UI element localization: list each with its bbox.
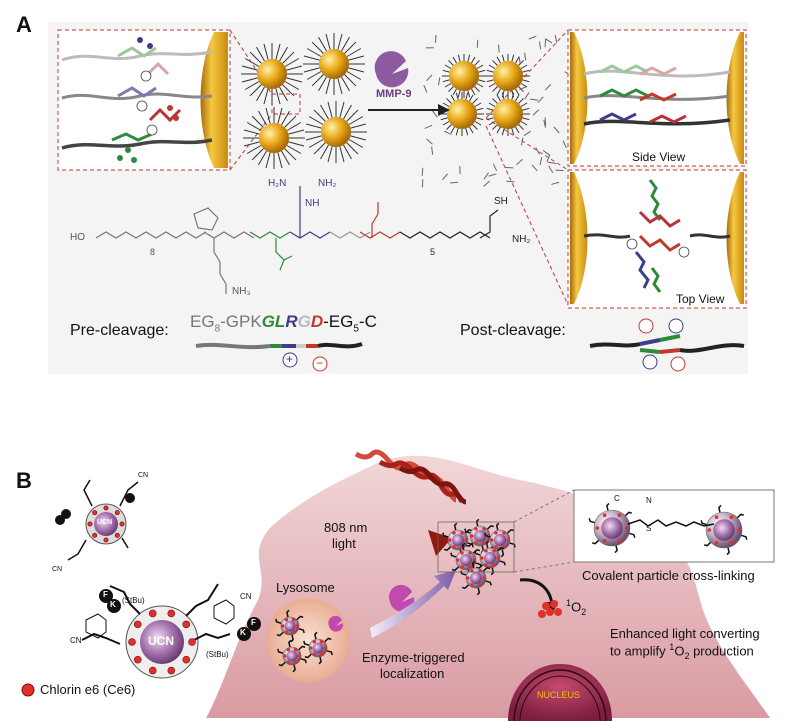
structure-sub5: 5 <box>430 247 435 257</box>
ucn-label-small: UCN <box>97 519 112 526</box>
seq-l: L <box>275 312 285 331</box>
singlet-oxygen-sub: 2 <box>581 607 586 617</box>
seq-r: R <box>285 312 297 331</box>
enhanced-line2-pre: to amplify <box>610 643 669 658</box>
structure-nh: NH <box>305 198 319 209</box>
light-label-line1: 808 nm <box>324 520 367 535</box>
seq-g2: G <box>298 312 311 331</box>
legend-ce6-label: Chlorin e6 (Ce6) <box>40 682 135 697</box>
post-cleavage-label: Post-cleavage: <box>460 322 566 340</box>
pre-cleavage-label: Pre-cleavage: <box>70 322 169 340</box>
fragment-line <box>499 45 500 53</box>
fragment-line <box>545 39 546 47</box>
cn-label-4: CN <box>52 566 62 573</box>
seq-c: -C <box>359 312 377 331</box>
stbu-label-2: (StBu) <box>206 650 229 659</box>
structure-sub8: 8 <box>150 247 155 257</box>
enhanced-line2-post: production <box>689 643 753 658</box>
enzyme-label: MMP-9 <box>376 88 411 100</box>
gold-nanoparticle <box>442 54 486 98</box>
top-view-label: Top View <box>676 292 724 306</box>
fragment-line <box>436 35 437 43</box>
fragment-line <box>422 168 423 176</box>
panel-b-letter: B <box>16 468 32 494</box>
side-view-inset <box>568 30 746 166</box>
seq-g1: G <box>262 312 275 331</box>
charge-plus-pre: + <box>286 352 293 366</box>
fragment-line <box>506 181 514 182</box>
gold-nanoparticle <box>486 54 530 98</box>
top-view-inset <box>568 170 746 308</box>
seq-eg8: EG <box>190 312 215 331</box>
cn-label-2: CN <box>70 636 82 645</box>
gold-nanoparticle <box>440 92 484 136</box>
enhanced-line1: Enhanced light converting <box>610 626 760 641</box>
lysosome-label: Lysosome <box>276 580 335 595</box>
residue-f-large: F <box>103 590 108 599</box>
gold-nanoparticle <box>305 101 367 163</box>
cn-label-1: CN <box>240 592 252 601</box>
side-view-label: Side View <box>632 150 685 164</box>
enzyme-label-line1: Enzyme-triggered <box>362 650 465 665</box>
residue-k-large-right: K <box>240 628 246 637</box>
structure-ho: HO <box>70 232 85 243</box>
stbu-label-1: (StBu) <box>122 596 145 605</box>
gold-nanoparticle <box>303 33 365 95</box>
residue-k-large: K <box>110 600 116 609</box>
light-label-line2: light <box>332 536 356 551</box>
structure-h2n: H₂N <box>268 178 286 189</box>
crosslink-label: Covalent particle cross-linking <box>582 568 755 583</box>
c-label-1: C <box>614 494 620 503</box>
structure-nh3: NH₃ <box>232 286 251 297</box>
peptide-sequence: EG8-GPKGLRGD-EG5-C <box>190 312 377 334</box>
enhanced-o: O <box>674 643 684 658</box>
singlet-oxygen-label: 1O2 <box>566 598 586 617</box>
nucleus-label: NUCLEUS <box>537 690 580 700</box>
structure-nh2: NH₂ <box>512 234 530 245</box>
peptide-surface-inset <box>58 30 230 170</box>
structure-sh: SH <box>494 196 508 207</box>
enzyme-label-line2: localization <box>380 666 444 681</box>
seq-d: D <box>311 312 323 331</box>
seq-eg5: -EG <box>323 312 353 331</box>
residue-f-large-right: F <box>251 618 256 627</box>
fragment-line <box>450 182 458 183</box>
s-label-1: S <box>646 524 651 533</box>
cn-label-3: CN <box>138 472 148 479</box>
seq-gpk: -GPK <box>220 312 262 331</box>
enhanced-line2: to amplify 1O2 production <box>610 642 754 661</box>
n-label-1: N <box>646 496 652 505</box>
singlet-oxygen-o: O <box>571 599 581 614</box>
ucn-label-large: UCN <box>148 634 174 648</box>
gold-nanoparticle <box>243 107 305 169</box>
fragment-line <box>545 117 546 125</box>
gold-nanoparticle <box>241 43 303 105</box>
gold-nanoparticle <box>486 92 530 136</box>
structure-nh2-top: NH₂ <box>318 178 336 189</box>
charge-minus-pre: − <box>316 356 323 370</box>
